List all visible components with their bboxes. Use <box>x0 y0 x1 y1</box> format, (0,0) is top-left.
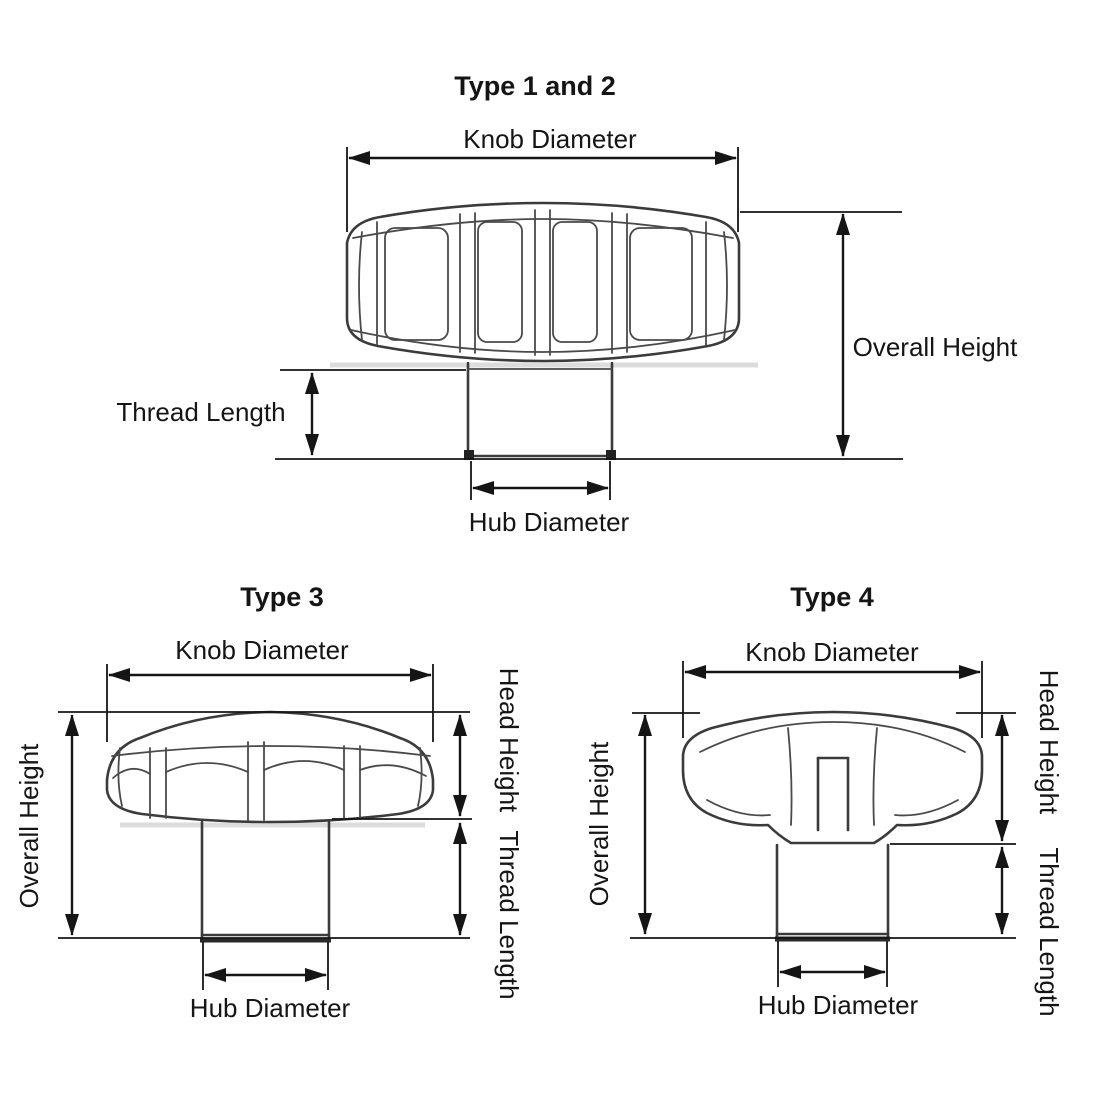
dim-hub-diameter-type4: Hub Diameter <box>758 941 919 1020</box>
label-thread-length: Thread Length <box>116 397 285 427</box>
label-thread-length: Thread Length <box>494 830 524 999</box>
dim-hub-diameter-type12: Hub Diameter <box>469 461 630 537</box>
type-4-knob-drawing <box>681 710 984 942</box>
knob-outline <box>345 201 741 363</box>
type-3-knob-drawing <box>105 710 435 943</box>
right-lobe-bottom-arc <box>894 799 959 817</box>
dim-knob-diameter-type12: Knob Diameter <box>346 124 739 232</box>
dim-overall-height-type4: Overall Height <box>584 712 1016 939</box>
knob-right-edge-line <box>417 747 423 807</box>
knob-bottom-band-line <box>350 329 736 353</box>
hub-corner-mark-right <box>606 450 616 460</box>
knob-outline <box>681 710 984 845</box>
dim-knob-diameter-type3: Knob Diameter <box>106 635 434 742</box>
label-knob-diameter: Knob Diameter <box>175 635 349 665</box>
label-knob-diameter: Knob Diameter <box>745 637 919 667</box>
dim-hub-diameter-type3: Hub Diameter <box>190 942 351 1023</box>
label-head-height: Head Height <box>1034 670 1064 815</box>
dim-head-height-type4: Head Height <box>890 670 1064 845</box>
label-hub-diameter: Hub Diameter <box>469 507 630 537</box>
knob-top-inner-arc <box>699 721 966 753</box>
type-1-2-title: Type 1 and 2 <box>454 71 616 101</box>
knob-outline <box>105 710 435 824</box>
knob-shoulder-line <box>111 745 431 757</box>
label-overall-height: Overall Height <box>853 332 1019 362</box>
knob-flute-lines <box>149 741 361 821</box>
hub-drawing <box>775 843 890 942</box>
knob-flute-lines <box>376 209 707 356</box>
dim-knob-diameter-type4: Knob Diameter <box>682 637 983 738</box>
label-overall-height: Overall Height <box>584 741 614 907</box>
label-knob-diameter: Knob Diameter <box>463 124 637 154</box>
left-lobe-bottom-arc <box>706 799 771 817</box>
type-1-2-diagram: Type 1 and 2 <box>116 71 1018 537</box>
label-thread-length: Thread Length <box>1034 847 1064 1016</box>
dim-overall-height-type3: Overall Height <box>14 711 470 939</box>
type-4-diagram: Type 4 Knob Diameter <box>584 582 1064 1020</box>
dim-thread-length-type12: Thread Length <box>116 369 466 456</box>
left-lobe-inner-line <box>787 727 793 826</box>
knob-left-edge-line <box>117 747 123 807</box>
dim-thread-length-type4: Thread Length <box>995 846 1064 1017</box>
type-3-diagram: Type 3 <box>14 582 524 1023</box>
type-3-title: Type 3 <box>240 582 324 612</box>
knob-flute-arcs <box>112 760 427 779</box>
knob-left-edge-line <box>358 231 363 341</box>
right-lobe-inner-line <box>872 727 878 826</box>
knob-right-edge-line <box>723 231 728 341</box>
hub-drawing <box>200 820 331 943</box>
label-hub-diameter: Hub Diameter <box>190 993 351 1023</box>
type-1-2-knob-drawing <box>330 201 758 460</box>
dim-head-height-type3: Head Height <box>332 668 524 820</box>
center-post-lines <box>816 756 850 832</box>
type-4-title: Type 4 <box>790 582 874 612</box>
hub-drawing <box>464 361 616 460</box>
knob-flute-panels <box>384 221 693 343</box>
dim-thread-length-type3: Thread Length <box>453 822 524 1000</box>
dim-overall-height-type12: Overall Height <box>275 211 1019 460</box>
hub-corner-mark-left <box>464 450 474 460</box>
label-head-height: Head Height <box>494 668 524 813</box>
label-hub-diameter: Hub Diameter <box>758 990 919 1020</box>
label-overall-height: Overall Height <box>14 743 44 909</box>
